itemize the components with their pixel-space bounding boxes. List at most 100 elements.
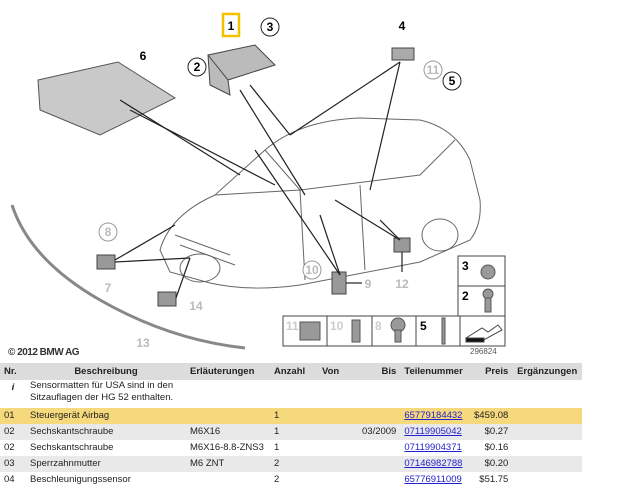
- row-supplements: [512, 456, 582, 472]
- row-nr: 02: [0, 424, 26, 440]
- sensor-14: [157, 291, 177, 307]
- sensor-9: [331, 271, 347, 295]
- callout-11: 11: [427, 63, 440, 77]
- row-from: [318, 424, 358, 440]
- row-description: Sechskantschraube: [30, 442, 114, 453]
- callout-12: 12: [395, 277, 409, 291]
- row-explanation: M6X16: [186, 424, 270, 440]
- table-header: Nr. Beschreibung Erläuterungen Anzahl Vo…: [0, 363, 582, 380]
- row-explanation: [186, 472, 270, 488]
- header-supplements: Ergänzungen: [512, 363, 582, 380]
- row-part-number: 07146982788: [400, 456, 469, 472]
- row-quantity: 1: [274, 442, 280, 453]
- header-price: Preis: [468, 363, 513, 380]
- callout-4: 4: [399, 19, 406, 33]
- copyright: © 2012 BMW AG: [8, 347, 80, 358]
- sensor-12: [393, 237, 411, 253]
- row-explanation: M6 ZNT: [186, 456, 270, 472]
- table-row[interactable]: 02 Sechskantschraube M6X16-8.8-ZNS3 1 071199…: [0, 440, 582, 456]
- hardware-legend: [282, 255, 506, 347]
- row-quantity: 1: [270, 408, 318, 424]
- legend-5: 5: [420, 319, 427, 333]
- sensor-7: [96, 254, 116, 270]
- row-from: [318, 440, 358, 456]
- part-number-link[interactable]: 65779184432: [404, 410, 463, 421]
- callout-1-highlight: [221, 12, 241, 38]
- row-price: $0.16: [484, 442, 509, 453]
- part-number-link[interactable]: 07119904371: [404, 442, 462, 453]
- row-description: Steuergerät Airbag: [26, 408, 186, 424]
- callout-2: 2: [194, 60, 201, 74]
- header-nr: Nr.: [0, 363, 26, 380]
- row-to: [358, 472, 400, 488]
- callout-1: 1: [228, 19, 235, 33]
- callout-3: 3: [267, 20, 274, 34]
- callout-8: 8: [105, 225, 112, 239]
- row-price: $0.27: [468, 424, 513, 440]
- parts-diagram: 1 2 3 4 5 6 7 8 9 10 11 12 13 14 3 2 11 …: [10, 12, 506, 350]
- callout-13: 13: [136, 336, 150, 350]
- legend-8: 8: [375, 319, 382, 333]
- row-price: $459.08: [468, 408, 513, 424]
- row-part-number: 07119905042: [400, 424, 469, 440]
- header-explanations: Erläuterungen: [186, 363, 270, 380]
- callout-10: 10: [305, 263, 319, 277]
- row-supplements: [512, 408, 582, 424]
- row-to: [358, 408, 401, 424]
- sensor-mat: [37, 61, 177, 136]
- car-outline: [159, 117, 481, 289]
- row-supplements: [512, 440, 582, 456]
- image-number: 296824: [470, 347, 497, 356]
- legend-3: 3: [462, 259, 469, 273]
- header-quantity: Anzahl: [270, 363, 318, 380]
- header-to: Bis: [358, 363, 401, 380]
- info-icon: i: [11, 382, 15, 393]
- row-description: Sperrzahnmutter: [26, 456, 186, 472]
- parts-table: Nr. Beschreibung Erläuterungen Anzahl Vo…: [0, 363, 582, 488]
- legend-11: 11: [286, 319, 299, 333]
- row-price: $51.75: [479, 474, 509, 485]
- callout-5: 5: [449, 74, 456, 88]
- row-supplements: [512, 424, 582, 440]
- row-part-number: 65776911009: [400, 472, 468, 488]
- row-from: [318, 472, 358, 488]
- row-explanation: M6X16-8.8-ZNS3: [190, 442, 264, 453]
- row-nr: 02: [4, 442, 15, 453]
- row-price: $0.20: [468, 456, 513, 472]
- row-nr: 04: [4, 474, 15, 485]
- callout-6: 6: [140, 49, 147, 63]
- callout-9: 9: [365, 277, 372, 291]
- row-to: [358, 456, 401, 472]
- info-text: Sensormatten für USA sind in den Sitzauf…: [30, 380, 174, 403]
- row-description: Beschleunigungssensor: [30, 474, 131, 485]
- row-to: [358, 440, 400, 456]
- callout-14: 14: [189, 299, 203, 313]
- part-number-link[interactable]: 07146982788: [404, 458, 463, 469]
- row-to: 03/2009: [358, 424, 401, 440]
- row-from: [318, 408, 358, 424]
- cable-13: [10, 204, 246, 350]
- row-nr: 03: [0, 456, 26, 472]
- header-part-number: Teilenummer: [400, 363, 469, 380]
- row-explanation: [186, 408, 270, 424]
- legend-2: 2: [462, 289, 469, 303]
- row-nr: 01: [0, 408, 26, 424]
- row-part-number: 65779184432: [400, 408, 469, 424]
- row-part-number: 07119904371: [400, 440, 468, 456]
- row-supplements: [512, 472, 582, 488]
- part-number-link[interactable]: 07119905042: [404, 426, 462, 437]
- callout-7: 7: [105, 281, 112, 295]
- header-description: Beschreibung: [26, 363, 186, 380]
- sensor-4: [391, 47, 415, 61]
- header-from: Von: [318, 363, 358, 380]
- row-quantity: 2: [270, 456, 318, 472]
- row-description: Sechskantschraube: [26, 424, 186, 440]
- row-from: [318, 456, 358, 472]
- info-row: i Sensormatten für USA sind in den Sitza…: [0, 380, 582, 408]
- airbag-control-unit: [207, 44, 276, 96]
- legend-10: 10: [330, 319, 344, 333]
